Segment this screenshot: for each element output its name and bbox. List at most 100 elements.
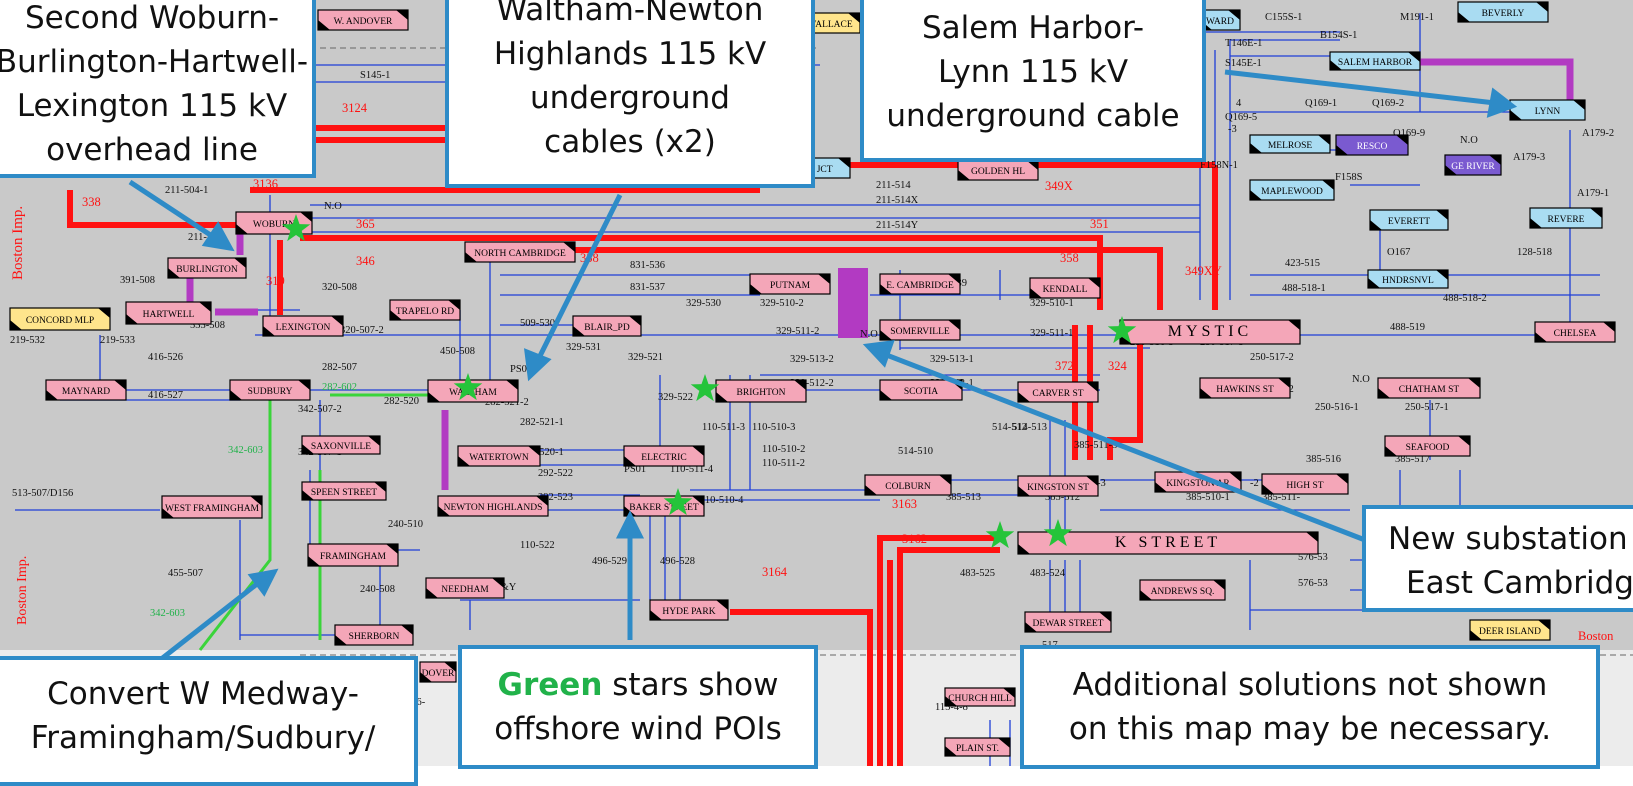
station-label: SHERBORN [349,632,400,642]
line-label: B154S-1 [1320,30,1357,41]
station-label: CONCORD MLP [26,316,94,326]
line-label: 319 [266,274,285,288]
line-label: 416-527 [148,390,183,401]
station-label: DEWAR STREET [1033,619,1104,629]
station-label: MYSTIC [1168,323,1252,340]
line-label: 3164 [762,565,788,579]
line-label: M191-1 [1400,12,1434,23]
line-label: 219-532 [10,335,45,346]
station-label: MAYNARD [62,387,110,397]
line-label: 320-507-2 [340,325,384,336]
line-label: 329-510-2 [760,298,804,309]
callout-text: stars show [602,667,778,703]
callout-convert: Convert W Medway- Framingham/Sudbury/ [0,656,418,786]
callout-line: Burlington-Hartwell- [0,40,312,84]
line-label: 211-514X [876,195,919,206]
station-putnam: PUTNAM [750,274,830,294]
line-label: -2 [1250,478,1259,489]
station-chatham-st: CHATHAM ST [1378,378,1480,398]
line-label: 342-603 [228,445,263,456]
line-label: 831-536 [630,260,665,271]
station-saxonville: SAXONVILLE [302,436,380,454]
line-label: F158S [1335,172,1363,183]
line-label: 329-510-1 [1030,298,1074,309]
station-scotia: SCOTIA [880,380,962,400]
line-label: 349X [1045,179,1073,193]
line-label: 365 [356,217,375,231]
station-label: SPEEN STREET [311,488,377,498]
line-label: 211-504-1 [165,185,208,196]
line-label: 349XY [1185,264,1222,278]
line-label: 416-526 [148,352,183,363]
callout-line: Green stars show [462,663,814,707]
station-salem-harbor: SALEM HARBOR [1330,52,1420,70]
station-label: HYDE PARK [662,607,715,617]
station-newton-highlands: NEWTON HIGHLANDS [438,496,548,516]
line-label: 488-518-1 [1282,283,1326,294]
line-label: 110-510-3 [752,422,795,433]
station-revere: REVERE [1530,208,1602,228]
station-maplewood: MAPLEWOOD [1250,180,1334,200]
callout-line: Convert W Medway- [0,672,414,716]
line-label: 282-521-1 [520,417,564,428]
station-label: W. ANDOVER [334,17,393,27]
station-label: HAWKINS ST [1216,385,1274,395]
station-kingston-st: KINGSTON ST [1018,476,1098,496]
station-label: EVERETT [1388,217,1430,227]
line-label: N.O [1352,374,1370,385]
line-label: 3162 [902,532,927,546]
green-word: Green [498,667,603,703]
station-ge-river: GE RIVER [1445,155,1501,175]
station-somerville: SOMERVILLE [880,320,960,340]
line-label: 514-513 [1012,422,1047,433]
line-label: 372 [1055,359,1074,373]
line-label: 338 [82,195,101,209]
line-label: 329-513-1 [930,354,974,365]
station-label: PUTNAM [770,281,811,291]
line-label: 292-522 [538,468,573,479]
line-label: 391-508 [120,275,155,286]
callout-line: Lynn 115 kV [864,50,1202,94]
line-label: Q169-1 [1305,98,1337,109]
line-label: 329-511-1 [1030,328,1073,339]
callout-line: underground cable [864,94,1202,138]
callout-line: underground [449,76,811,120]
line-label: 496-528 [660,556,695,567]
line-label: 329-530 [686,298,721,309]
line-label: Q169-2 [1372,98,1404,109]
line-label: 219-533 [100,335,135,346]
station-baker-street: BAKER STREET [624,496,704,516]
station-electric: ELECTRIC [624,446,704,466]
line-label: 483-525 [960,568,995,579]
line-label: S145-1 [360,70,390,81]
line-label: 385-516 [1306,454,1341,465]
station-golden-hl: GOLDEN HL [958,160,1038,180]
station-label: NEWTON HIGHLANDS [444,503,543,513]
station-label: SAXONVILLE [311,442,371,452]
station-label: GE RIVER [1451,162,1495,172]
line-label: 346 [356,254,375,268]
station-label: E. CAMBRIDGE [886,281,954,291]
station-label: CARVER ST [1032,389,1083,399]
station-label: DEER ISLAND [1479,627,1541,637]
line-label: O167 [1387,247,1410,258]
station-concord-mlp: CONCORD MLP [10,308,110,330]
line-label: 329-513-2 [790,354,834,365]
station-melrose: MELROSE [1250,135,1330,153]
station-ward: WARD [1200,10,1240,30]
line-label: -3 [1228,124,1237,135]
station-label: GOLDEN HL [971,167,1025,177]
station-west-framingham: WEST FRAMINGHAM [162,496,262,518]
line-label: 250-517-2 [1250,352,1294,363]
line-label: 488-519 [1390,322,1425,333]
station-label: HNDRSNVL [1382,276,1434,286]
station-beverly: BEVERLY [1458,2,1548,22]
station-label: KINGSTON ST [1027,483,1089,493]
station-north-cambridge: NORTH CAMBRIDGE [465,242,575,262]
station-trapelo-rd: TRAPELO RD [390,300,460,320]
line-label: 110-510-2 [762,444,805,455]
line-label: 576-53 [1298,578,1328,589]
callout-line: Lexington 115 kV [0,84,312,128]
line-label: Boston [1578,629,1614,643]
boston-imp-label: Boston Imp. [15,556,30,625]
